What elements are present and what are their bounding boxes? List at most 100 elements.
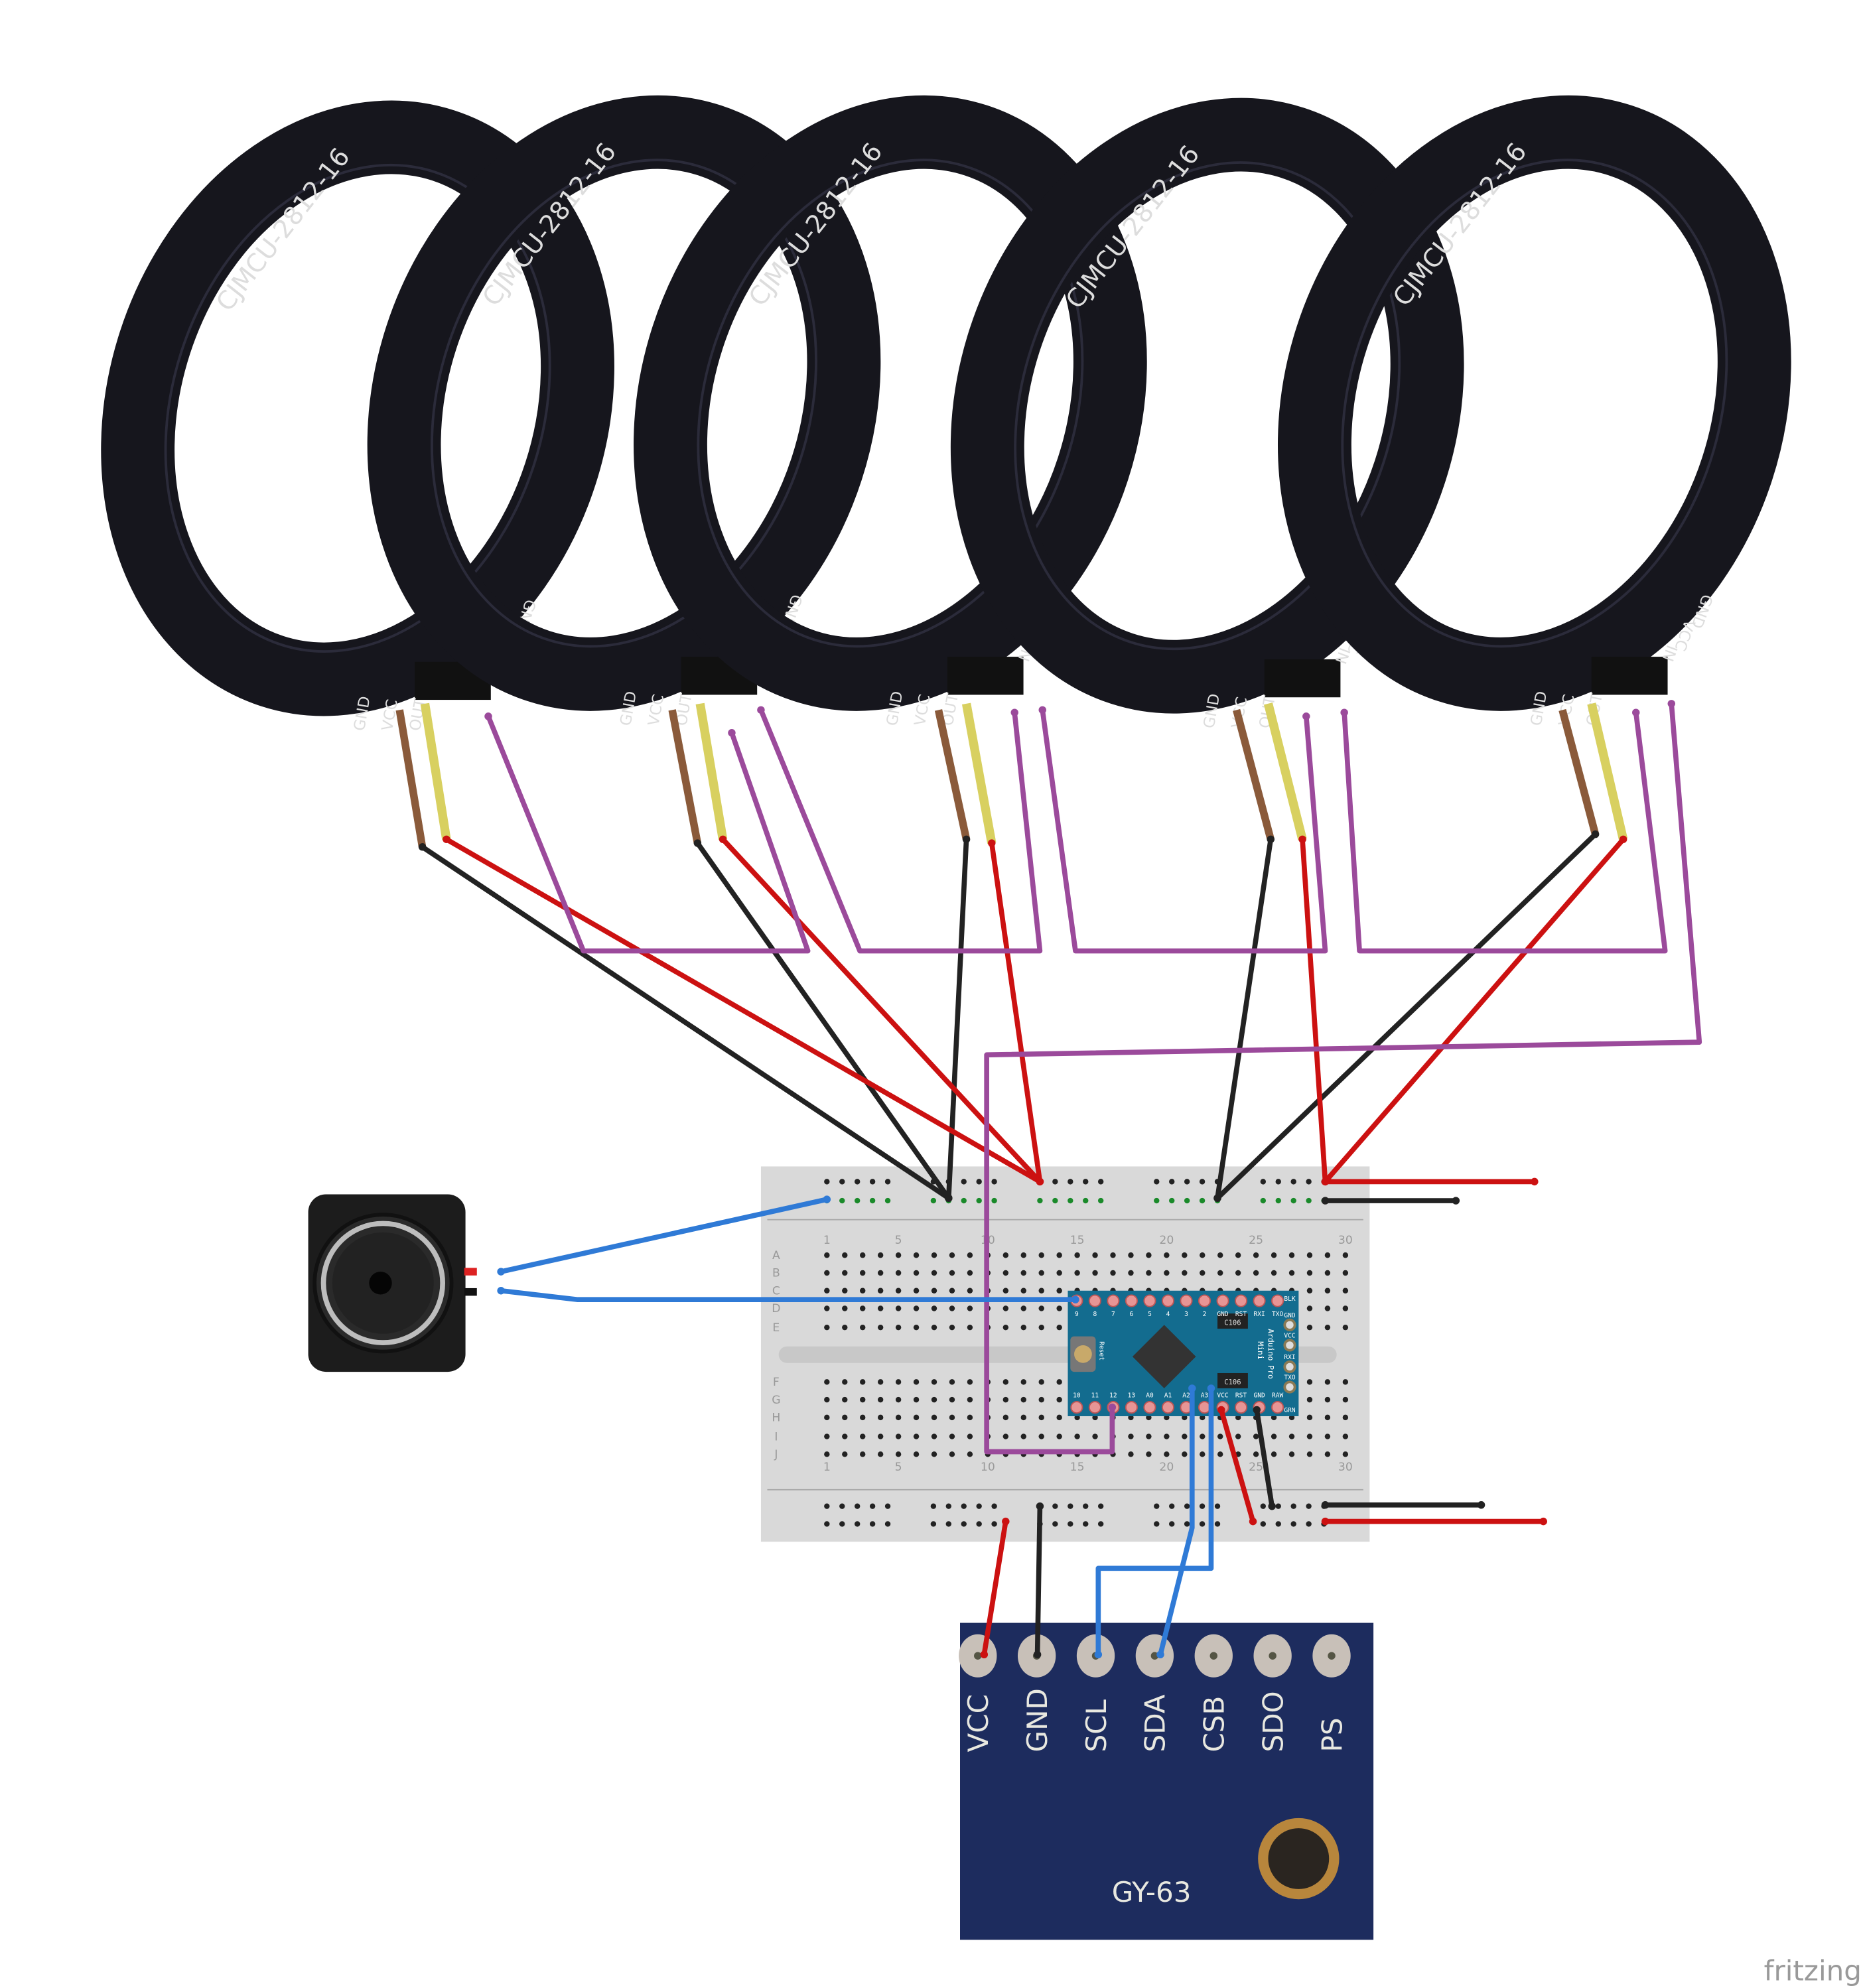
power-rail-hole — [1275, 1503, 1281, 1509]
ring-lead-vcc — [695, 702, 728, 840]
breadboard-hole — [895, 1270, 902, 1276]
breadboard-hole — [967, 1270, 973, 1276]
power-rail-hole — [869, 1521, 876, 1527]
power-rail-hole — [976, 1197, 982, 1204]
power-rail-hole — [1290, 1503, 1296, 1509]
power-rail-hole — [824, 1503, 830, 1509]
breadboard-hole — [1271, 1433, 1277, 1439]
microcontroller-chip — [1132, 1325, 1196, 1388]
power-rail-hole — [1168, 1503, 1175, 1509]
power-rail-hole — [869, 1197, 876, 1204]
breadboard-hole — [860, 1324, 866, 1331]
breadboard-hole — [949, 1414, 955, 1421]
power-rail-hole — [976, 1179, 982, 1185]
breadboard-hole — [842, 1324, 848, 1331]
wire-end — [728, 729, 736, 737]
breadboard-hole — [1306, 1396, 1313, 1403]
arduino-pin — [1235, 1294, 1248, 1307]
arduino-side-pin-label: TXO — [1284, 1374, 1295, 1382]
arduino-pin — [1161, 1401, 1175, 1414]
arduino-pin — [1161, 1294, 1175, 1307]
wire-end — [1268, 1502, 1276, 1510]
breadboard-hole — [895, 1451, 902, 1457]
speaker-terminal-negative — [464, 1288, 477, 1296]
breadboard-hole — [824, 1305, 830, 1311]
breadboard-hole — [1288, 1252, 1295, 1258]
power-rail-hole — [991, 1179, 997, 1185]
breadboard-hole — [1164, 1433, 1170, 1439]
breadboard-hole — [860, 1252, 866, 1258]
arduino-pin-label: A1 — [1164, 1392, 1172, 1399]
breadboard-hole — [1324, 1379, 1331, 1385]
breadboard-hole — [1306, 1379, 1313, 1385]
arduino-pin — [1253, 1294, 1266, 1307]
breadboard-hole — [913, 1433, 920, 1439]
breadboard-hole — [1092, 1433, 1098, 1439]
row-label: B — [772, 1267, 780, 1280]
breadboard-hole — [1002, 1305, 1009, 1311]
wire-gnd — [1215, 836, 1274, 1201]
power-rail-hole — [1097, 1521, 1104, 1527]
wire-end — [497, 1287, 505, 1295]
wire-end — [1038, 706, 1046, 714]
power-rail-hole — [1097, 1503, 1104, 1509]
power-rail-hole — [839, 1179, 845, 1185]
breadboard-hole — [1128, 1252, 1134, 1258]
power-rail-hole — [1199, 1503, 1206, 1509]
breadboard-hole — [931, 1379, 937, 1385]
sensor-pin-label: SDO — [1257, 1691, 1289, 1752]
wire-vcc — [444, 836, 1043, 1185]
wire-end — [497, 1268, 505, 1276]
breadboard-hole — [824, 1433, 830, 1439]
breadboard-hole — [1038, 1433, 1044, 1439]
breadboard-hole — [1002, 1252, 1009, 1258]
wire-end — [1298, 835, 1306, 844]
arduino-pin-label: 10 — [1073, 1392, 1081, 1399]
power-rail-hole — [1306, 1521, 1312, 1527]
power-rail-hole — [1068, 1503, 1073, 1509]
wire-end — [757, 706, 765, 714]
breadboard-hole — [1020, 1433, 1026, 1439]
reset-button-cap[interactable] — [1074, 1345, 1092, 1363]
power-rail-hole — [1275, 1197, 1281, 1204]
sensor-pin-hole — [1269, 1652, 1276, 1660]
breadboard-hole — [1056, 1396, 1062, 1403]
ring-trace — [697, 159, 1084, 648]
power-rail-hole — [1184, 1503, 1190, 1509]
breadboard-hole — [1038, 1252, 1044, 1258]
arduino-pin — [1198, 1294, 1211, 1307]
breadboard-hole — [931, 1288, 937, 1293]
ring-pcb — [634, 95, 1147, 711]
breadboard-hole — [824, 1451, 830, 1457]
breadboard-hole — [877, 1379, 884, 1385]
wire-end — [1321, 1501, 1330, 1509]
breadboard-hole — [1020, 1305, 1026, 1311]
breadboard-hole — [877, 1324, 884, 1331]
arduino-pin-label: RST — [1235, 1311, 1247, 1318]
column-label: 1 — [823, 1234, 831, 1247]
power-rail-hole — [1154, 1521, 1160, 1527]
power-rail-hole — [854, 1521, 861, 1527]
breadboard-hole — [949, 1433, 955, 1439]
breadboard-hole — [1002, 1324, 1009, 1331]
row-label: I — [774, 1430, 778, 1443]
breadboard-hole — [1342, 1252, 1349, 1258]
power-rail-hole — [991, 1503, 997, 1509]
power-rail-hole — [930, 1521, 937, 1527]
arduino-pin-label: 4 — [1166, 1311, 1170, 1318]
breadboard-hole — [1110, 1252, 1116, 1258]
breadboard-hole — [1056, 1379, 1062, 1385]
wire-end — [1188, 1384, 1196, 1392]
wire-data — [1040, 707, 1328, 954]
breadboard-hole — [949, 1305, 955, 1311]
power-rail-hole — [1290, 1179, 1296, 1185]
power-rail-hole — [1154, 1179, 1160, 1185]
breadboard-hole — [1342, 1396, 1349, 1403]
power-rail-hole — [1290, 1521, 1296, 1527]
breadboard-hole — [1038, 1270, 1044, 1276]
arduino-side-pin-label: VCC — [1284, 1332, 1295, 1339]
arduino-pin-label: VCC — [1217, 1392, 1228, 1399]
